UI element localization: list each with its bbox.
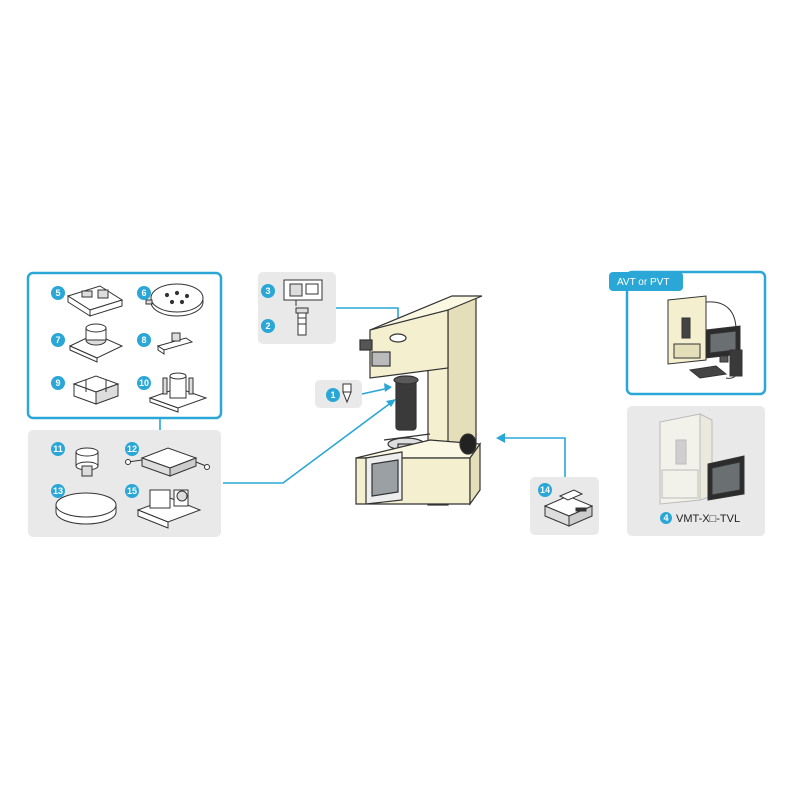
arrowhead-printer	[496, 433, 505, 443]
connector-printer-to-machine	[502, 437, 566, 478]
connector-indenter-to-machine	[361, 387, 390, 395]
machine-turret-ring	[393, 375, 419, 385]
accessory-1-indenter	[342, 383, 352, 404]
callout-2-number: 2	[265, 321, 270, 331]
callout-12	[125, 442, 139, 456]
callout-group: 5 6 7 8 9 10 11 12 13 15 3 2 1 14	[51, 284, 552, 498]
avt-pvt-system-illustration	[667, 295, 743, 379]
callout-2	[261, 319, 275, 333]
callout-13-number: 13	[53, 486, 63, 496]
callout-15-number: 15	[127, 486, 137, 496]
callout-12-number: 12	[127, 444, 137, 454]
machine-head-top-button	[389, 333, 407, 343]
callout-5-number: 5	[55, 288, 60, 298]
callout-5	[51, 286, 65, 300]
callout-11	[51, 442, 65, 456]
hardness-tester-machine	[355, 295, 483, 506]
tvl-system-illustration	[659, 413, 745, 505]
avt-pvt-label: AVT or PVT	[617, 277, 669, 288]
accessory-9-block	[72, 375, 120, 405]
callout-14	[538, 483, 552, 497]
accessory-13-disk	[55, 492, 117, 525]
callout-3-number: 3	[265, 286, 270, 296]
accessory-2-objective-lens	[295, 307, 309, 336]
callout-6	[137, 286, 151, 300]
machine-objective-turret	[395, 379, 417, 431]
callout-14-number: 14	[540, 485, 550, 495]
callout-8	[137, 333, 151, 347]
accessory-14-printer	[543, 489, 594, 527]
accessory-12-xy-stage	[125, 447, 210, 477]
callout-6-number: 6	[141, 288, 146, 298]
callout-4	[660, 512, 672, 524]
accessory-10-cylinder-holder	[148, 372, 208, 413]
callout-3	[261, 284, 275, 298]
machine-base-side	[469, 442, 481, 506]
callout-4-number: 4	[663, 513, 668, 523]
callout-7	[51, 333, 65, 347]
callout-11-number: 11	[53, 444, 63, 454]
callout-10	[137, 376, 151, 390]
connector-stage-to-machine	[223, 401, 393, 484]
arrowhead-stage	[386, 399, 396, 407]
callout-13	[51, 484, 65, 498]
callout-10-number: 10	[139, 378, 149, 388]
avt-pvt-tab	[609, 272, 683, 291]
callout-1-number: 1	[330, 390, 335, 400]
machine-display-screen	[371, 459, 399, 497]
tvl-model-label: VMT-X□-TVL	[676, 513, 740, 525]
machine-eyepiece	[371, 351, 391, 367]
accessory-5-vise	[66, 285, 124, 317]
machine-turret-knob	[359, 339, 373, 351]
accessory-8-v-block	[156, 332, 194, 355]
machine-handwheel	[459, 433, 477, 455]
callout-9	[51, 376, 65, 390]
arrowhead-indenter	[384, 383, 392, 392]
callout-7-number: 7	[55, 335, 60, 345]
accessory-15-vise-assembly	[136, 489, 202, 529]
machine-head-front	[369, 309, 449, 379]
accessory-11-knob	[75, 447, 99, 477]
callout-15	[125, 484, 139, 498]
accessory-7-holder	[68, 323, 124, 363]
accessory-6-round-table	[145, 283, 204, 317]
callout-1	[326, 388, 340, 402]
accessory-3-objective-module	[283, 279, 323, 306]
callout-8-number: 8	[141, 335, 146, 345]
callout-9-number: 9	[55, 378, 60, 388]
